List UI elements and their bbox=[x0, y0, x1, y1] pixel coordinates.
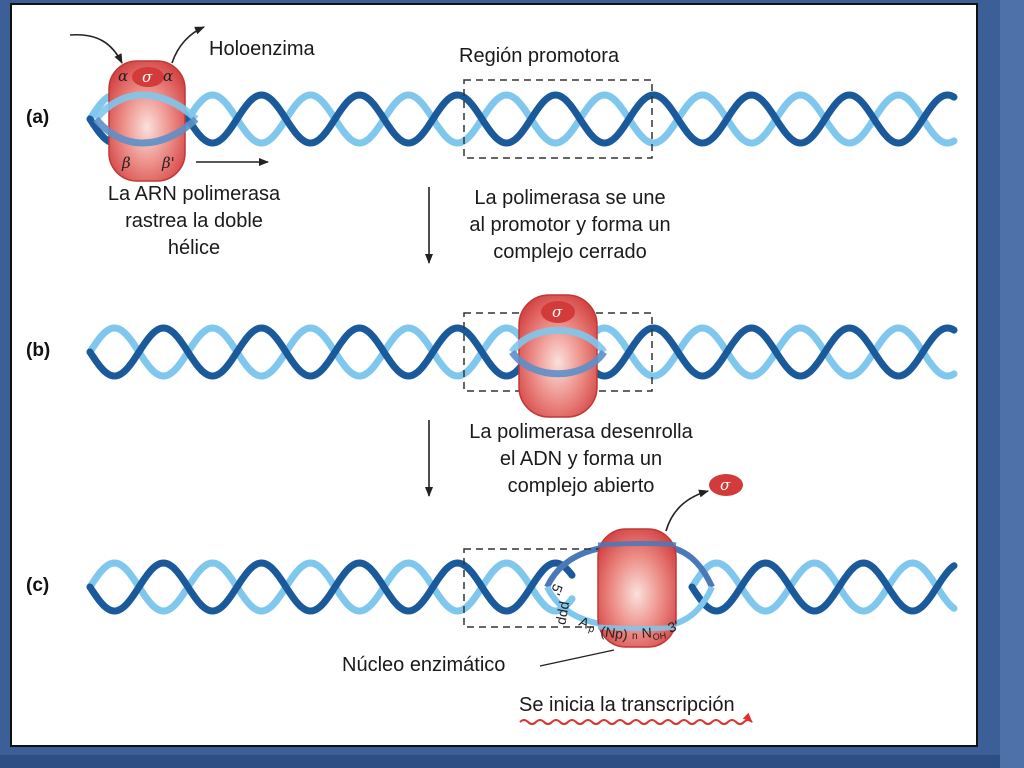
beta-prime-label: β' bbox=[161, 154, 175, 172]
rna-nucleotide-sub: p bbox=[587, 623, 596, 635]
rna-end-sub: OH bbox=[652, 631, 666, 642]
sigma-label-a: σ bbox=[142, 68, 153, 86]
diagram-panel: α α σ β β' σ σ 5' ppp A p (Np) n N OH 3'… bbox=[10, 3, 978, 747]
dna-strand-dark bbox=[86, 91, 958, 147]
rna-three-prime: 3' bbox=[666, 617, 681, 636]
rna-repeat: (Np) bbox=[600, 623, 629, 643]
rna-transcript-arrow bbox=[519, 712, 753, 725]
core-enzyme-label: Núcleo enzimático bbox=[342, 654, 506, 676]
open-complex-line-2: el ADN y forma un bbox=[499, 448, 663, 470]
dna-strand-light bbox=[688, 559, 958, 615]
core-enzyme-pointer bbox=[539, 649, 615, 667]
sigma-label-b: σ bbox=[552, 303, 563, 321]
sigma-label-released: σ bbox=[720, 476, 731, 494]
dna-helix-a bbox=[86, 91, 958, 147]
closed-complex-line-3: complejo cerrado bbox=[493, 241, 647, 263]
scan-caption-line-3: hélice bbox=[167, 237, 221, 259]
polymerase-closed-complex-b bbox=[509, 294, 607, 418]
dna-helix-c-right bbox=[688, 559, 958, 615]
transcription-start-label: Se inicia la transcripción bbox=[519, 694, 735, 716]
arrow-holoenzyme bbox=[171, 26, 205, 64]
beta-label: β bbox=[121, 154, 131, 172]
rna-repeat-sub: n bbox=[632, 631, 638, 642]
dna-strand-dark bbox=[688, 559, 958, 615]
arrow-sigma-release bbox=[665, 489, 709, 532]
holoenzyme-label: Holoenzima bbox=[209, 38, 315, 60]
panel-label-a: (a) bbox=[26, 107, 50, 128]
scan-caption: La ARN polimerasa rastrea la doble hélic… bbox=[74, 181, 314, 262]
core-enzyme-c bbox=[597, 528, 677, 648]
rna-strand-label: 5' ppp A p (Np) n N OH 3' bbox=[548, 582, 681, 643]
dna-helix-c-left bbox=[86, 559, 576, 615]
promoter-box-a bbox=[463, 79, 653, 159]
dna-strand-light bbox=[86, 559, 576, 615]
polymerase-holoenzyme-a bbox=[93, 60, 199, 182]
panel-label-b: (b) bbox=[26, 340, 51, 361]
alpha-right-label: α bbox=[163, 67, 173, 85]
rna-end: N bbox=[641, 624, 652, 641]
alpha-left-label: α bbox=[118, 67, 128, 85]
closed-complex-line-2: al promotor y forma un bbox=[469, 214, 671, 236]
scan-caption-line-1: La ARN polimerasa bbox=[107, 183, 281, 205]
arrow-incoming bbox=[69, 33, 123, 64]
promoter-region-label: Región promotora bbox=[459, 45, 620, 67]
released-sigma bbox=[709, 474, 743, 496]
open-complex-caption: La polimerasa desenrolla el ADN y forma … bbox=[436, 419, 726, 500]
scan-caption-line-2: rastrea la doble bbox=[125, 210, 263, 232]
rna-triphosphate: ppp bbox=[555, 600, 575, 626]
dna-strand-light bbox=[86, 91, 958, 147]
panel-label-c: (c) bbox=[26, 575, 50, 596]
rna-five-prime: 5' bbox=[548, 582, 567, 597]
dna-strand-dark bbox=[86, 559, 576, 615]
open-complex-line-3: complejo abierto bbox=[507, 475, 655, 497]
promoter-box-c bbox=[463, 548, 653, 628]
closed-complex-line-1: La polimerasa se une bbox=[474, 187, 666, 209]
closed-complex-caption: La polimerasa se une al promotor y forma… bbox=[440, 185, 700, 266]
open-complex-line-1: La polimerasa desenrolla bbox=[469, 421, 693, 443]
